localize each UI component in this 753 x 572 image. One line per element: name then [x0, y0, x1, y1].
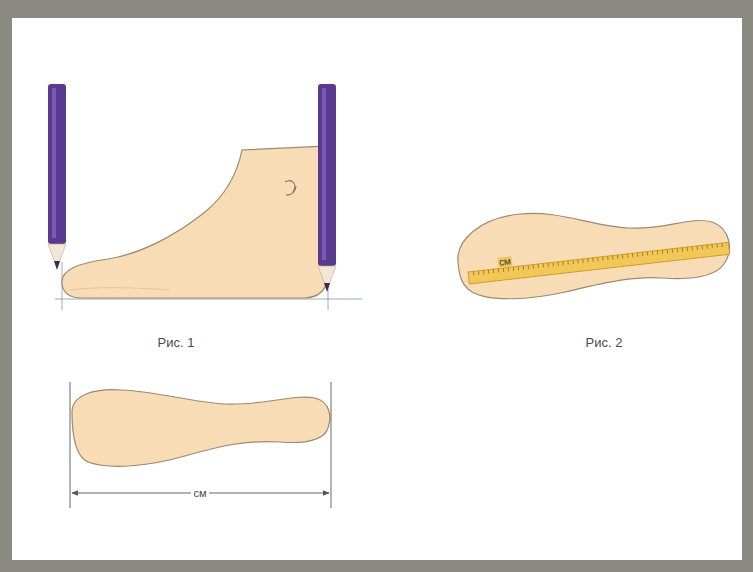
pencil-left: [48, 84, 66, 270]
footprint: [72, 390, 330, 467]
pencil-right: [318, 84, 336, 292]
ruler-unit: см: [498, 256, 513, 268]
toe-shade: [70, 288, 170, 290]
foot-side: [62, 146, 330, 298]
footprint: [458, 213, 729, 298]
dimension-unit: см: [191, 488, 208, 499]
figure-caption: Рис. 2: [586, 336, 623, 349]
figure-caption: Рис. 1: [158, 336, 195, 349]
ankle-bone: [285, 181, 296, 195]
panel: [12, 18, 742, 560]
dimension-lines: [70, 382, 331, 508]
ruler: [468, 242, 730, 284]
